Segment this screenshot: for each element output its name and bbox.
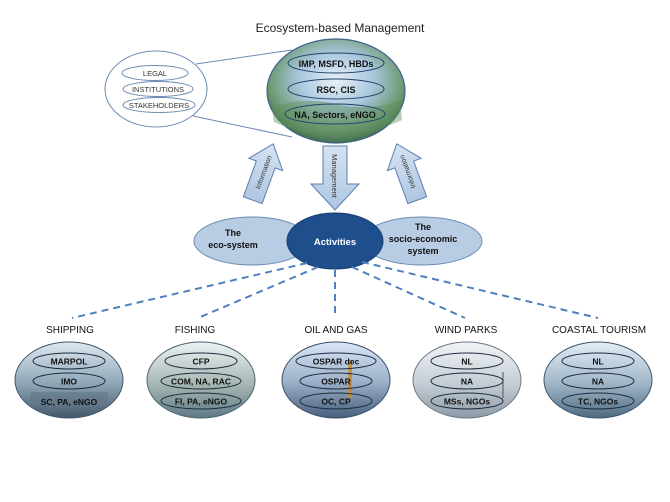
connector-line-bottom — [192, 115, 293, 138]
sector-label: COASTAL TOURISM — [552, 325, 646, 336]
sector-item: FI, PA, eNGO — [175, 397, 228, 407]
sector-pill — [32, 372, 106, 390]
sector-pill — [32, 352, 106, 370]
sector-item: CFP — [193, 357, 210, 367]
oil-rig-shape — [348, 360, 352, 398]
connector-line-top — [195, 49, 293, 65]
diagram-title: Ecosystem-based Management — [256, 21, 425, 35]
legal-label: LEGAL — [143, 69, 167, 78]
sector-pill — [430, 352, 504, 370]
dashed-links — [71, 261, 599, 319]
socio-economic-label-2: socio-economic — [389, 234, 458, 244]
sector-pill — [295, 352, 377, 370]
arrows-group: Information Management Information — [242, 143, 428, 211]
sector-pill — [164, 352, 238, 370]
ebm-oval — [266, 38, 406, 144]
sector-item: OC, CP — [321, 397, 351, 407]
sector-pill — [160, 392, 242, 410]
sector-fishing: FISHING CFP COM, NA, RAC FI, PA, eNGO — [146, 325, 256, 419]
ebm-item-3: NA, Sectors, eNGO — [294, 110, 376, 120]
harbor-shape — [30, 392, 108, 402]
sector-item: COM, NA, RAC — [171, 377, 231, 387]
sector-item: MSs, NGOs — [444, 397, 491, 407]
sector-oval — [281, 341, 391, 419]
ebm-item-2: RSC, CIS — [316, 85, 355, 95]
stakeholders-pill — [122, 97, 196, 113]
information-arrow-right: Information — [386, 143, 428, 205]
sector-pill — [561, 352, 635, 370]
ebm-pill-1 — [287, 52, 385, 74]
ebm-pill-3 — [284, 103, 386, 125]
link-coastal-tourism — [361, 261, 599, 319]
sector-item: OSPAR dec — [313, 357, 360, 367]
top-oval-group: IMP, MSFD, HBDs RSC, CIS NA, Sectors, eN… — [266, 38, 406, 144]
socio-economic-label-3: system — [407, 246, 438, 256]
sector-pill — [299, 392, 373, 410]
socio-economic-label-1: The — [415, 222, 431, 232]
sector-oval — [146, 341, 256, 419]
sector-pill — [299, 372, 373, 390]
sector-item: NA — [592, 377, 604, 387]
legal-pill — [121, 65, 189, 81]
sector-item: NL — [461, 357, 472, 367]
center-row-group: The eco-system Activities The socio-econ… — [193, 212, 483, 270]
management-arrow: Management — [309, 145, 361, 211]
institutions-pill — [122, 81, 194, 97]
sector-label: WIND PARKS — [435, 325, 498, 336]
sector-label: OIL AND GAS — [305, 325, 368, 336]
sector-item: SC, PA, eNGO — [41, 397, 98, 407]
ecosystem-label-1: The — [225, 228, 241, 238]
sector-label: FISHING — [175, 325, 216, 336]
sector-item: IMO — [61, 377, 77, 387]
sector-pill — [561, 392, 635, 410]
governance-group: LEGAL INSTITUTIONS STAKEHOLDERS — [104, 49, 293, 138]
sector-pill — [160, 372, 242, 390]
activities-oval — [286, 212, 384, 270]
ecosystem-label-2: eco-system — [208, 240, 258, 250]
sector-oil-and-gas: OIL AND GAS OSPAR dec OSPAR OC, CP — [281, 325, 391, 419]
sector-item: OSPAR — [321, 377, 351, 387]
sector-pill — [561, 372, 635, 390]
sector-oval — [412, 341, 522, 419]
activities-label: Activities — [314, 237, 356, 248]
sector-item: NA — [461, 377, 473, 387]
sector-shipping: SHIPPING MARPOL IMO SC, PA, eNGO — [14, 325, 124, 419]
information-arrow-left: Information — [242, 143, 284, 205]
sector-item: MARPOL — [51, 357, 88, 367]
stakeholders-label: STAKEHOLDERS — [129, 101, 189, 110]
sector-oval — [543, 341, 653, 419]
sector-wind-parks: WIND PARKS NL NA MSs, NGOs — [412, 325, 522, 419]
link-wind-parks — [351, 266, 466, 319]
management-label: Management — [330, 154, 339, 199]
sector-coastal-tourism: COASTAL TOURISM NL NA TC, NGOs — [543, 325, 653, 419]
sector-item: TC, NGOs — [578, 397, 618, 407]
link-shipping — [71, 262, 308, 319]
sector-item: NL — [592, 357, 603, 367]
sector-pill — [430, 372, 504, 390]
institutions-label: INSTITUTIONS — [132, 85, 184, 94]
sector-label: SHIPPING — [46, 325, 94, 336]
seagrass-shape — [272, 100, 402, 136]
sector-pill — [430, 392, 504, 410]
ebm-pill-2 — [287, 78, 385, 100]
link-fishing — [197, 266, 319, 319]
ebm-item-1: IMP, MSFD, HBDs — [299, 59, 374, 69]
